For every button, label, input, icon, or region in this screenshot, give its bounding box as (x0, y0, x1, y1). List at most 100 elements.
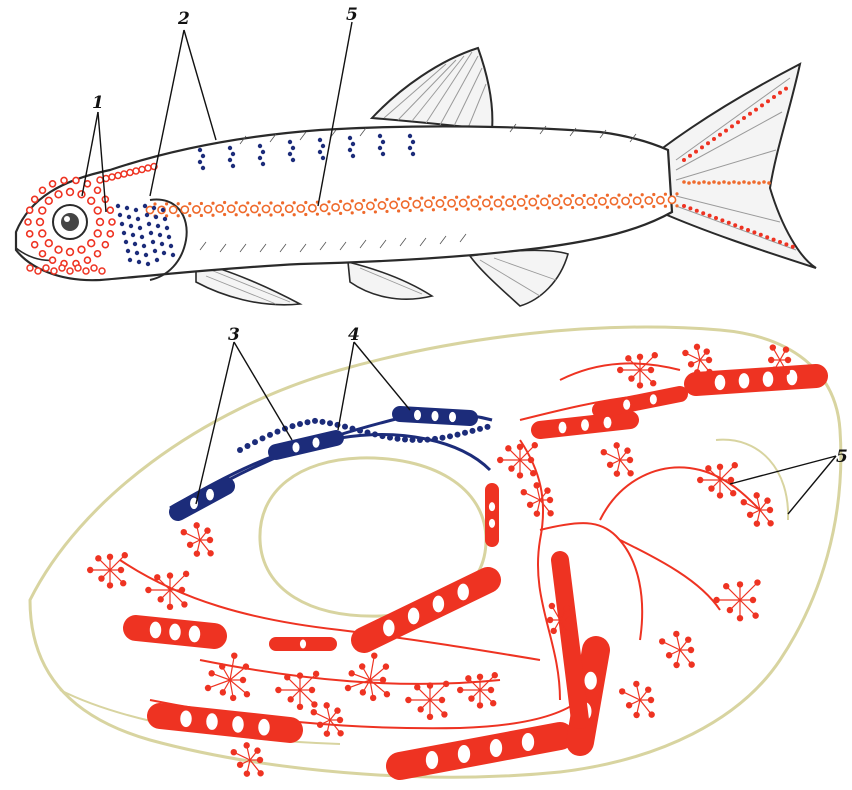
head-pore (67, 189, 74, 196)
blue-branch-dot (237, 447, 243, 453)
red-branch-dot (323, 702, 329, 708)
head-pore (83, 268, 89, 274)
blue-branch-dot (402, 437, 408, 443)
red-branch-dot (120, 580, 126, 586)
lateral-pore (483, 199, 490, 206)
label-4: 4 (348, 325, 360, 345)
lateral-pore (286, 205, 293, 212)
red-branch-dot (784, 369, 790, 375)
red-branch-dot (443, 681, 449, 687)
caudal-pore (714, 216, 718, 220)
caudal-pore (784, 87, 788, 91)
red-branch-dot (154, 574, 160, 580)
lateral-dot (432, 196, 435, 199)
lateral-dot (559, 194, 562, 197)
head-pore (115, 173, 121, 179)
tube-body (364, 580, 488, 640)
lateral-pore (297, 205, 304, 212)
caudal-pore (767, 181, 771, 185)
head-pore (99, 268, 105, 274)
lateral-pore (494, 200, 501, 207)
red-branch-dot (243, 742, 249, 748)
lateral-dot (652, 193, 655, 196)
red-branch-dot (427, 714, 433, 720)
lateral-dot (362, 211, 365, 214)
head-pore (67, 268, 73, 274)
lateral-pore (251, 205, 258, 212)
lateral-pore (460, 199, 467, 206)
lateral-pore (610, 198, 617, 205)
red-branch-dot (741, 499, 747, 505)
caudal-pore (692, 180, 696, 184)
lateral-dot (246, 213, 249, 216)
tube-pore (258, 719, 269, 736)
caudal-pore (791, 245, 795, 249)
lateral-pore (239, 205, 246, 212)
pit-organ (288, 140, 292, 144)
head-pore (25, 219, 31, 225)
label-3: 3 (228, 325, 240, 345)
head-pore (27, 265, 33, 271)
red-branch-dot (697, 477, 703, 483)
caudal-pore (742, 116, 746, 120)
blue-branch-dot (245, 443, 251, 449)
pit-organ (128, 258, 132, 262)
red-branch-dot (783, 346, 789, 352)
blue-branch-dot (290, 423, 296, 429)
lateral-pore (518, 199, 525, 206)
caudal-pore (746, 228, 750, 232)
lateral-pore (576, 198, 583, 205)
pit-organ (144, 253, 148, 257)
red-branch-dot (488, 687, 494, 693)
pit-organ (118, 213, 122, 217)
label-2: 2 (177, 9, 190, 29)
lateral-pore (599, 198, 606, 205)
red-branch-dot (181, 529, 187, 535)
caudal-pore (732, 180, 736, 184)
lateral-dot (559, 206, 562, 209)
red-branch-dot (750, 597, 756, 603)
anal-fin (470, 250, 568, 306)
blue-branch-dot (372, 431, 378, 437)
head-pore (59, 265, 65, 271)
pit-organ (137, 260, 141, 264)
blue-branch-dot (342, 424, 348, 430)
red-branch-dot (468, 695, 474, 701)
red-branch-dot (107, 554, 113, 560)
red-branch-dot (297, 672, 303, 678)
red-branch-dot (754, 520, 760, 526)
pit-organ (291, 146, 295, 150)
pit-organ (136, 217, 140, 221)
red-branch-dot (533, 482, 539, 488)
lateral-dot (606, 194, 609, 197)
blue-branch-dot (275, 429, 281, 435)
pit-organ (231, 152, 235, 156)
head-pore (133, 168, 139, 174)
lateral-dot (269, 213, 272, 216)
caudal-pore (682, 180, 686, 184)
lateral-dot (478, 207, 481, 210)
red-branch-dot (752, 612, 758, 618)
lateral-pore (587, 198, 594, 205)
lateral-dot (513, 207, 516, 210)
pit-organ (147, 222, 151, 226)
pit-organ (318, 138, 322, 142)
blue-branch-dot (485, 424, 491, 430)
pit-organ (228, 146, 232, 150)
lateral-dot (490, 195, 493, 198)
pit-organ (155, 258, 159, 262)
caudal-pore (772, 238, 776, 242)
red-branch-dot (728, 477, 734, 483)
caudal-pore (697, 181, 701, 185)
red-branch-dot (521, 489, 527, 495)
head-pore (107, 207, 113, 213)
lateral-dot (397, 197, 400, 200)
pit-organ (291, 158, 295, 162)
pit-organ (126, 249, 130, 253)
red-branch-dot (383, 663, 389, 669)
red-tube (364, 580, 488, 640)
caudal-pore (766, 99, 770, 103)
red-branch-dot (98, 575, 104, 581)
red-branch-dot (544, 487, 550, 493)
caudal-pore (718, 133, 722, 137)
